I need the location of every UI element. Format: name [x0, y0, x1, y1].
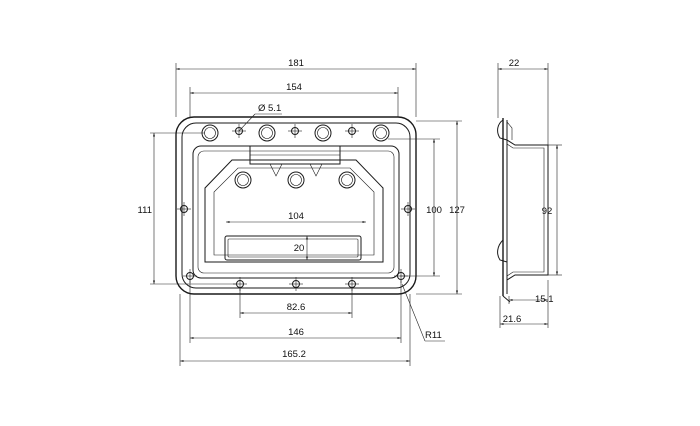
dim-181: 181 — [288, 58, 304, 69]
side-cup — [506, 139, 549, 281]
side-dimensions: 22 92 15.1 21.6 — [497, 58, 562, 328]
dim-r11: R11 — [425, 330, 442, 341]
front-dimensions: 181 154 Ø 5.1 111 104 20 100 127 — [138, 58, 465, 366]
handle-inner — [213, 167, 375, 256]
handle-grip — [224, 235, 362, 261]
bottom-holes — [233, 277, 359, 291]
dim-127: 127 — [449, 205, 465, 216]
dim-20: 20 — [294, 243, 305, 254]
dim-165-2: 165.2 — [282, 349, 306, 360]
front-view — [175, 116, 417, 295]
outer-flange — [175, 116, 417, 295]
dim-154: 154 — [286, 82, 302, 93]
dim-21-6: 21.6 — [503, 314, 522, 325]
handle-grip-inner — [227, 238, 359, 258]
inner-flange — [181, 122, 411, 289]
dim-100: 100 — [426, 205, 442, 216]
side-view — [497, 118, 549, 303]
handle-outline — [204, 159, 384, 263]
dim-15-1: 15.1 — [535, 294, 554, 305]
dim-92: 92 — [542, 206, 553, 217]
cup-holes — [234, 171, 356, 189]
dim-82-6: 82.6 — [287, 302, 306, 313]
dim-hole-diameter: Ø 5.1 — [258, 103, 281, 114]
recess-inner — [197, 150, 395, 274]
dim-22: 22 — [509, 58, 520, 69]
dim-111: 111 — [138, 205, 152, 216]
dim-104: 104 — [288, 211, 304, 222]
top-small-holes — [232, 124, 359, 138]
dim-146: 146 — [288, 327, 304, 338]
